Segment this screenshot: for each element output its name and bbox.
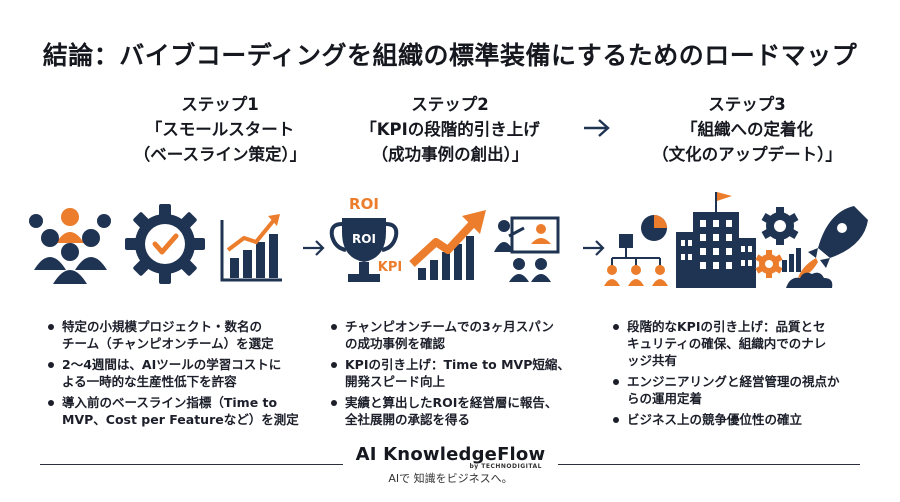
step-1-bullets: 特定の小規模プロジェクト・数名のチーム（チャンピオンチーム）を選定 2〜4週間は… [45, 318, 307, 432]
step-2-header: ステップ2 「KPIの段階的引き上げ （成功事例の創出）」 [325, 92, 575, 167]
list-item: 特定の小規模プロジェクト・数名のチーム（チャンピオンチーム）を選定 [45, 318, 307, 352]
gears-icon [755, 207, 801, 278]
brand-tagline: AIで 知識をビジネスへ。 [388, 472, 513, 485]
step-3-sub: （文化のアップデート）」 [652, 145, 842, 164]
presentation-icon [494, 216, 560, 282]
list-item: 段階的なKPIの引き上げ：品質とセキュリティの確保、組織内でのナレッジ共有 [610, 318, 872, 369]
step-2-sub: （成功事例の創出）」 [371, 145, 529, 164]
org-chart-icon [604, 215, 668, 286]
kpi-growth-arrow-icon: KPI [378, 210, 486, 280]
icons-row: ROI ROI KPI [29, 192, 868, 288]
brand-byline: by TECHNODIGITAL [469, 463, 542, 470]
footer-brand-block: AI KnowledgeFlow by TECHNODIGITAL AIで 知識… [343, 440, 558, 488]
list-item: 実績と算出したROIを経営層に報告、全社展開の承認を得る [328, 394, 590, 428]
office-building-icon [676, 192, 756, 288]
step-2-bullets: チャンピオンチームでの3ヶ月スパンの成功事例を確認 KPIの引き上げ：Time … [328, 318, 590, 432]
arrow-right-icon [584, 119, 610, 137]
list-item: KPIの引き上げ：Time to MVP短縮、開発スピード向上 [328, 356, 590, 390]
step-2-label: ステップ2 [411, 95, 489, 114]
step-1-name: 「スモールスタート [145, 120, 295, 139]
roi-top-label: ROI [349, 195, 379, 213]
step-1-label: ステップ1 [181, 95, 259, 114]
rocket-icon [786, 206, 868, 288]
list-item: チャンピオンチームでの3ヶ月スパンの成功事例を確認 [328, 318, 590, 352]
step-3-label: ステップ3 [708, 95, 786, 114]
gear-check-icon [125, 204, 205, 284]
roi-cup-label: ROI [352, 232, 376, 246]
roi-trophy-icon: ROI ROI [329, 195, 399, 282]
step-1-header: ステップ1 「スモールスタート （ベースライン策定）」 [95, 92, 345, 167]
step-2-name: 「KPIの段階的引き上げ [360, 120, 540, 139]
arrow-right-icon [583, 240, 605, 256]
step-1-sub: （ベースライン策定）」 [133, 145, 307, 164]
list-item: 2〜4週間は、AIツールの学習コストによる一時的な生産性低下を許容 [45, 356, 307, 390]
step-3-header: ステップ3 「組織への定着化 （文化のアップデート）」 [622, 92, 872, 167]
step-3-bullets: 段階的なKPIの引き上げ：品質とセキュリティの確保、組織内でのナレッジ共有 エン… [610, 318, 872, 432]
brand-logo: AI KnowledgeFlow [355, 444, 546, 465]
step-3-name: 「組織への定着化 [681, 120, 813, 139]
growth-chart-icon [220, 214, 282, 282]
list-item: エンジニアリングと経営管理の視点からの運用定着 [610, 373, 872, 407]
page-title: 結論：バイブコーディングを組織の標準装備にするためのロードマップ [42, 41, 858, 70]
list-item: ビジネス上の競争優位性の確立 [610, 411, 872, 428]
team-icon [29, 208, 111, 284]
kpi-label: KPI [378, 260, 402, 275]
arrow-right-icon [303, 240, 325, 256]
